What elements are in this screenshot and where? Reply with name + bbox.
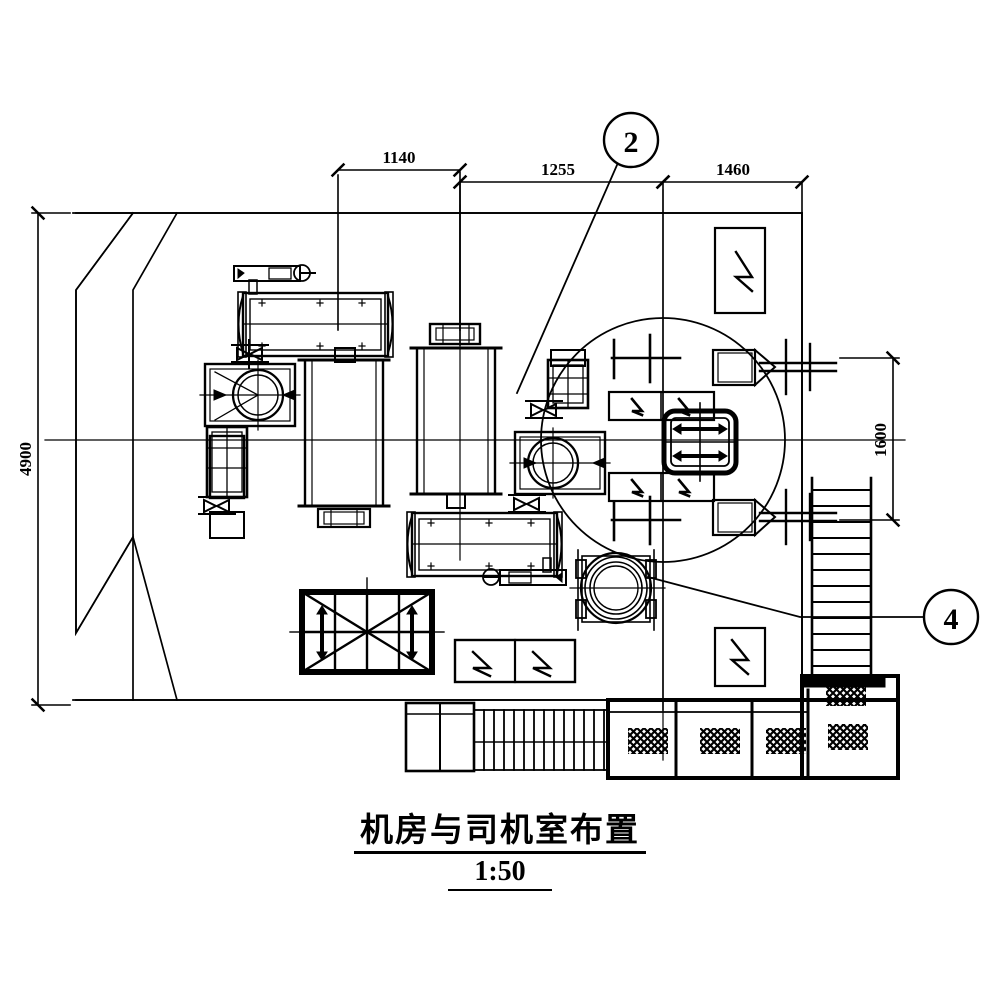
balloon-4-label: 4 [944, 603, 959, 636]
dim-1460-text: 1460 [716, 160, 750, 179]
zigzag-lightning-icon [531, 650, 554, 678]
stair-run [473, 709, 609, 771]
beam-support-lower [610, 495, 682, 546]
operator-cab-rooms [606, 674, 900, 780]
car-door-arrow-bottom [672, 450, 728, 462]
shaft-arrow-left [316, 605, 328, 661]
top-dimension-texts: 1140 1255 1460 [382, 148, 750, 179]
coupling-lr-top [525, 400, 563, 419]
left-dimension-4900 [30, 205, 71, 713]
zigzag-lightning-icon [630, 397, 645, 417]
dim-1140-text: 1140 [382, 148, 415, 167]
hoistway-shaft-symbol [289, 577, 445, 675]
balloon-4[interactable] [646, 575, 980, 646]
hoist-machine-lower [406, 511, 567, 586]
control-cabinet-row-b [607, 471, 716, 503]
gearbox-lower-right [508, 400, 611, 513]
control-cabinet-row-a [607, 390, 716, 422]
car-door-arrow-top [672, 423, 728, 435]
shaft-arrow-right [406, 605, 418, 661]
right-dimension-1600 [839, 350, 901, 528]
control-cabinet-bottom-pair [453, 638, 577, 684]
zigzag-lightning-icon [471, 650, 494, 678]
control-cabinet-lower-right [713, 626, 767, 688]
dim-1255-text: 1255 [541, 160, 575, 179]
guide-rail-bracket-lower [711, 488, 838, 546]
motor-upper-left [205, 425, 249, 539]
coupling-lr-bottom [508, 494, 546, 513]
motor-upper-left-base [208, 434, 246, 500]
balloon-2[interactable] [515, 111, 660, 395]
zigzag-lightning-icon [732, 250, 755, 293]
winding-drum-center [409, 322, 503, 509]
balloon-2-label: 2 [624, 126, 639, 159]
elevator-car-symbol [661, 402, 739, 482]
bottom-door-cabinet [404, 701, 476, 773]
centerlines [44, 189, 906, 761]
access-ladder [800, 476, 886, 688]
zigzag-lightning-icon [728, 638, 751, 676]
zigzag-lightning-icon [677, 478, 692, 498]
hoist-machine-upper [233, 264, 394, 358]
deflector-sheave [569, 549, 666, 631]
control-cabinet-upper-right [713, 226, 767, 315]
winding-drum-left [297, 347, 391, 529]
coupling-upper [231, 339, 269, 369]
motor-lower-right [546, 349, 590, 410]
guide-rail-bracket-upper [711, 338, 838, 396]
beam-support-upper [610, 333, 682, 384]
dim-4900-text: 4900 [16, 442, 35, 476]
zigzag-lightning-icon [630, 478, 645, 498]
zigzag-lightning-icon [677, 397, 692, 417]
